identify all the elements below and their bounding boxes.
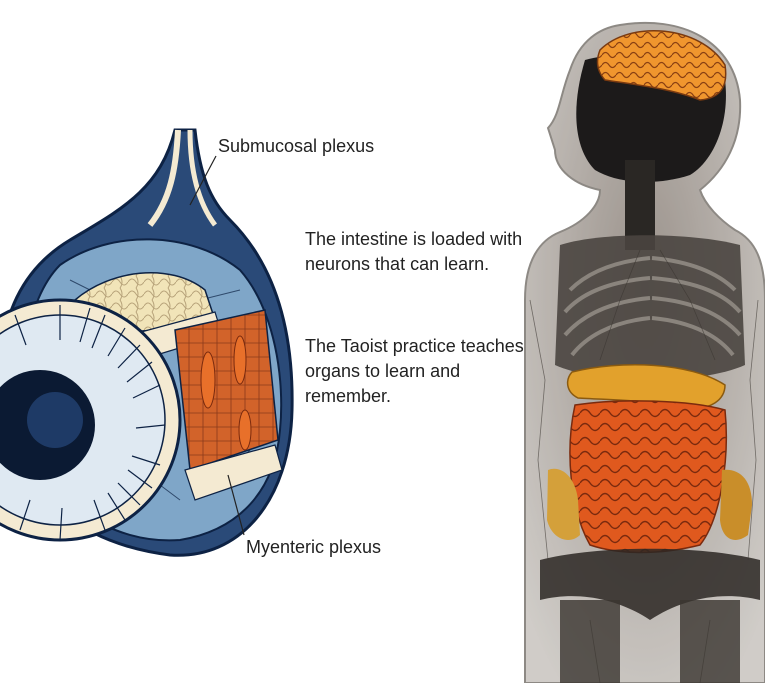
right-leg <box>680 600 740 683</box>
intestine-neurons-text: The intestine is loaded with neurons tha… <box>305 227 535 277</box>
intestine-cross-section <box>0 130 292 555</box>
ribcage <box>555 235 745 380</box>
human-figure <box>525 23 765 683</box>
taoist-practice-text: The Taoist practice teaches organs to le… <box>305 334 535 409</box>
small-intestine <box>570 401 726 553</box>
submucosal-plexus-label: Submucosal plexus <box>218 136 374 157</box>
myenteric-plexus-label: Myenteric plexus <box>246 537 381 558</box>
left-leg <box>560 600 620 683</box>
muscle-layer <box>175 310 278 470</box>
